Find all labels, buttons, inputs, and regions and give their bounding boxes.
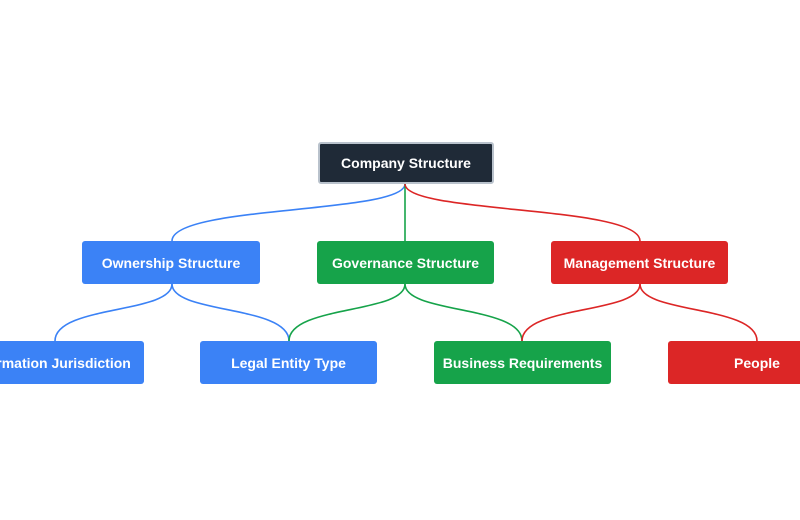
node-label: Formation Jurisdiction bbox=[0, 354, 131, 371]
edge-ownership-legal bbox=[171, 283, 290, 342]
edge-ownership-formation bbox=[54, 283, 173, 342]
node-people[interactable]: People bbox=[668, 341, 800, 384]
node-label: People bbox=[734, 354, 780, 371]
edge-root-management bbox=[404, 183, 641, 242]
node-formation-jurisdiction[interactable]: Formation Jurisdiction bbox=[0, 341, 144, 384]
node-label: Ownership Structure bbox=[101, 254, 241, 271]
node-governance-structure[interactable]: Governance Structure bbox=[317, 241, 494, 284]
node-legal-entity-type[interactable]: Legal Entity Type bbox=[200, 341, 377, 384]
node-label: Company Structure bbox=[341, 155, 471, 171]
edge-governance-legal bbox=[288, 283, 406, 342]
edge-management-people bbox=[639, 283, 758, 342]
edge-governance-business bbox=[404, 283, 523, 342]
node-label: Legal Entity Type bbox=[231, 354, 346, 371]
node-label: Governance Structure bbox=[331, 254, 480, 271]
node-ownership-structure[interactable]: Ownership Structure bbox=[82, 241, 260, 284]
node-label: Management Structure bbox=[563, 254, 716, 271]
edge-management-business bbox=[521, 283, 641, 342]
node-management-structure[interactable]: Management Structure bbox=[551, 241, 728, 284]
node-business-requirements[interactable]: Business Requirements bbox=[434, 341, 611, 384]
node-company-structure[interactable]: Company Structure bbox=[318, 142, 494, 184]
edge-root-ownership bbox=[171, 183, 406, 242]
node-label: Business Requirements bbox=[442, 354, 603, 371]
